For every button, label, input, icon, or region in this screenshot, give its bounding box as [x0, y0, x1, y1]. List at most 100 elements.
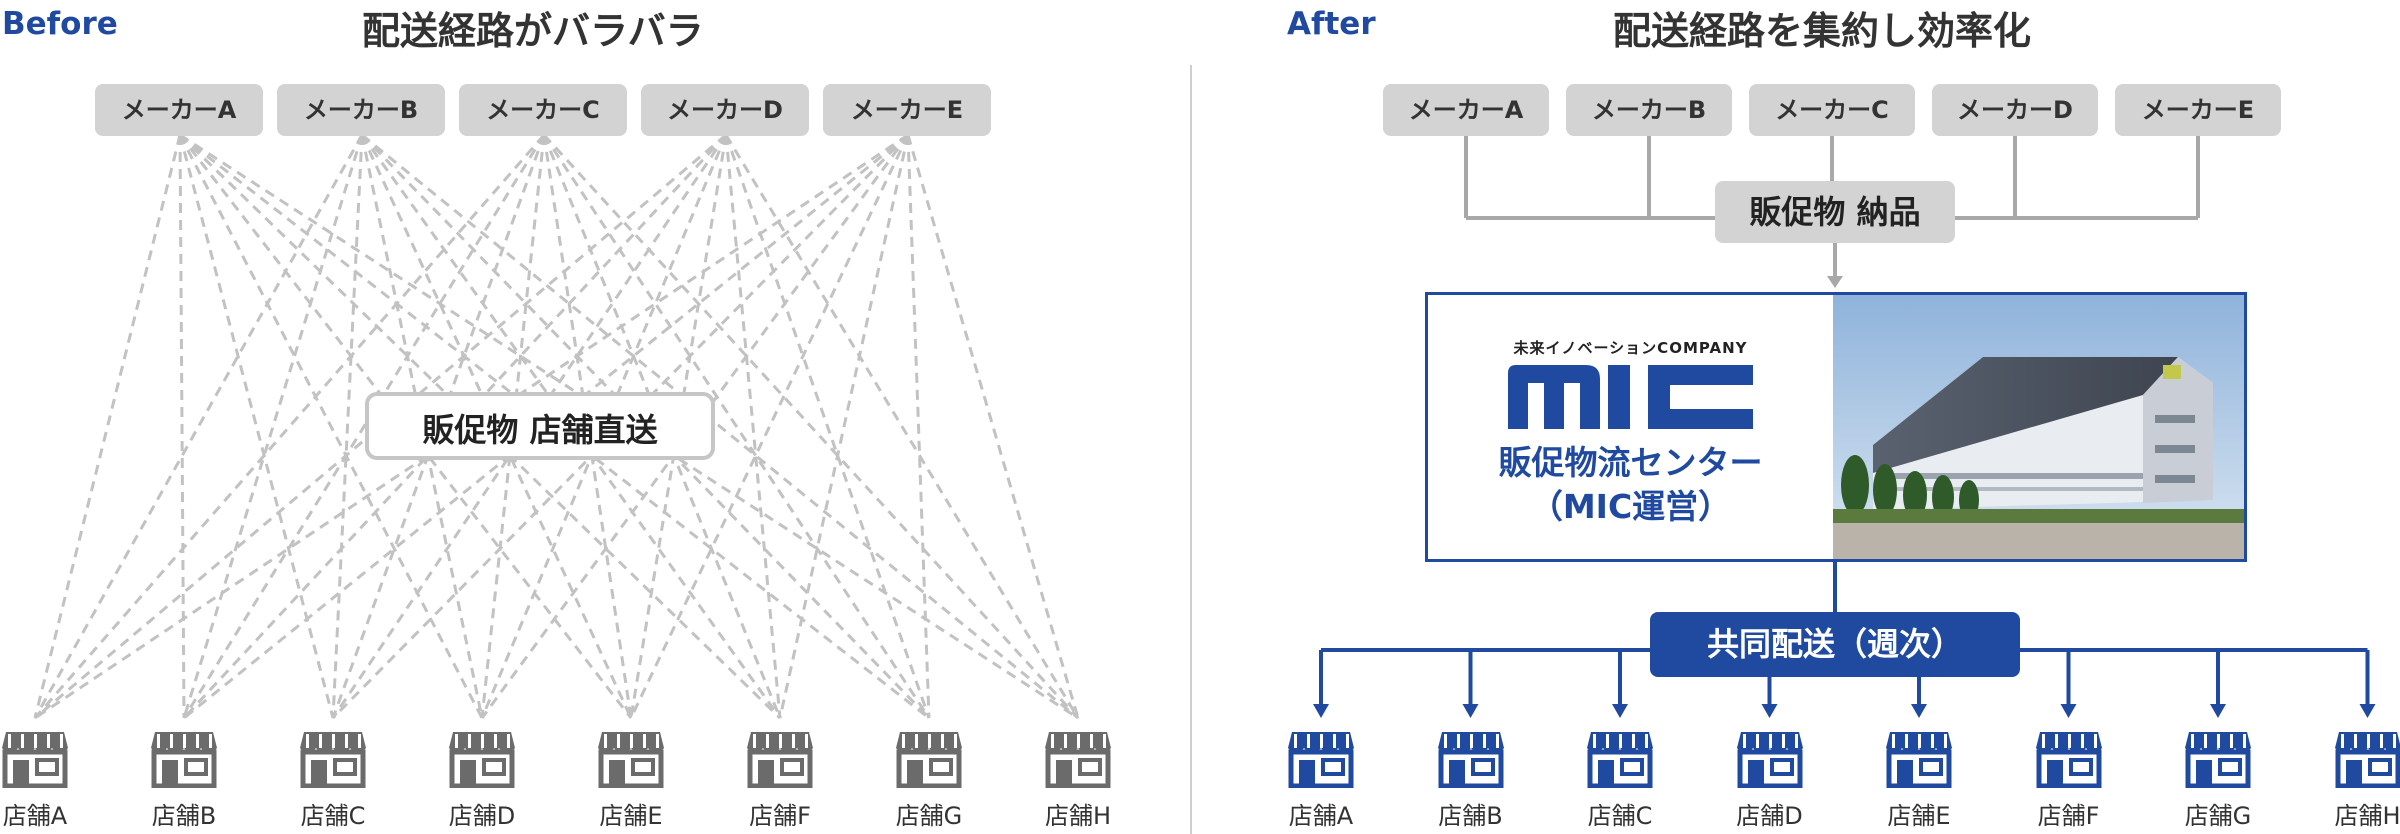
store-f: 店舗F — [740, 730, 820, 831]
store-label: 店舗D — [1736, 802, 1803, 830]
store-label: 店舗H — [1044, 802, 1112, 830]
store-e: 店舗E — [591, 730, 671, 831]
before-title: 配送経路がバラバラ — [362, 9, 704, 53]
maker-e: メーカーE — [2115, 84, 2281, 136]
store-icon — [2, 732, 68, 788]
route-line — [179, 133, 930, 720]
route-line — [906, 134, 1080, 719]
store-a: 店舗A — [0, 730, 75, 831]
store-icon — [449, 732, 515, 788]
logistics-center-name: 販促物流センター （MIC運営） — [1428, 441, 1833, 529]
route-line — [724, 134, 782, 719]
store-arrow-head — [2359, 704, 2376, 718]
route-line — [724, 134, 931, 719]
joint-delivery-label: 共同配送（週次） — [1650, 612, 2020, 677]
store-label: 店舗E — [1887, 802, 1951, 830]
warehouse-photo — [1833, 295, 2244, 559]
store-label: 店舗A — [2, 802, 68, 830]
route-line — [331, 134, 728, 719]
route-line — [178, 134, 335, 719]
store-label: 店舗C — [1587, 802, 1653, 830]
route-line — [33, 134, 546, 719]
store-c: 店舗C — [293, 730, 373, 831]
route-line — [331, 134, 364, 719]
route-line — [178, 133, 782, 720]
route-line — [480, 134, 728, 719]
route-line — [178, 134, 484, 719]
store-icon — [896, 732, 962, 788]
store-icon — [1736, 732, 1803, 788]
store-label: 店舗C — [300, 802, 366, 830]
store-icon — [1288, 732, 1354, 788]
route-line — [361, 133, 1079, 720]
store-d: 店舗D — [1730, 730, 1810, 831]
route-line — [360, 134, 633, 719]
route-line — [33, 134, 182, 719]
maker-a: メーカーA — [1383, 84, 1549, 136]
store-label: 店舗D — [448, 802, 516, 830]
maker-b: メーカーB — [1566, 84, 1732, 136]
maker-e: メーカーE — [823, 84, 991, 136]
store-label: 店舗E — [599, 802, 663, 830]
store-label: 店舗A — [1288, 802, 1354, 830]
before-tag: Before — [2, 6, 118, 42]
route-line — [724, 134, 1080, 719]
store-label: 店舗H — [2334, 802, 2400, 830]
center-name-line2: （MIC運営） — [1529, 487, 1732, 526]
center-arrow-head — [1827, 276, 1843, 288]
direct-delivery-label: 販促物 店舗直送 — [365, 392, 715, 460]
store-d: 店舗D — [442, 730, 522, 831]
store-icon — [2035, 732, 2102, 788]
store-label: 店舗B — [1438, 802, 1503, 830]
route-line — [542, 133, 1080, 720]
before-panel: Before 配送経路がバラバラ メーカーA メーカーB メーカーC メーカーD メーカ… — [0, 0, 1185, 834]
store-h: 店舗H — [1038, 730, 1118, 831]
store-c: 店舗C — [1580, 730, 1660, 831]
maker-b: メーカーB — [277, 84, 445, 136]
store-arrow-head — [1761, 704, 1778, 718]
store-arrow-head — [2060, 704, 2077, 718]
after-tag: After — [1287, 6, 1376, 42]
mic-logo — [1508, 365, 1753, 429]
store-icon — [2185, 732, 2251, 788]
maker-c: メーカーC — [459, 84, 627, 136]
store-label: 店舗G — [895, 802, 963, 830]
store-label: 店舗B — [151, 802, 217, 830]
goods-delivery-label: 販促物 納品 — [1715, 181, 1955, 243]
store-icon — [2334, 732, 2400, 788]
store-icon — [151, 732, 217, 788]
store-b: 店舗B — [1431, 730, 1511, 831]
store-label: 店舗F — [749, 802, 811, 830]
store-label: 店舗G — [2184, 802, 2252, 830]
store-f: 店舗F — [2029, 730, 2109, 831]
route-line — [182, 134, 546, 719]
route-line — [178, 134, 186, 719]
store-label: 店舗F — [2037, 802, 2100, 830]
maker-d: メーカーD — [641, 84, 809, 136]
store-arrow-head — [2210, 704, 2226, 718]
store-icon — [1045, 732, 1111, 788]
store-g: 店舗G — [889, 730, 969, 831]
maker-a: メーカーA — [95, 84, 263, 136]
store-arrow-head — [1462, 704, 1479, 718]
center-name-line1: 販促物流センター — [1498, 443, 1763, 482]
store-arrow-head — [1313, 704, 1329, 718]
store-e: 店舗E — [1879, 730, 1959, 831]
store-h: 店舗H — [2328, 730, 2400, 831]
company-tagline: 未来イノベーションCOMPANY — [1513, 339, 1748, 357]
route-line — [629, 134, 910, 719]
route-line — [34, 133, 727, 720]
store-a: 店舗A — [1281, 730, 1361, 831]
store-icon — [598, 732, 664, 788]
store-icon — [1587, 732, 1653, 788]
store-g: 店舗G — [2178, 730, 2258, 831]
route-line — [182, 134, 364, 719]
store-b: 店舗B — [144, 730, 224, 831]
maker-c: メーカーC — [1749, 84, 1915, 136]
store-icon — [1886, 732, 1952, 788]
route-line — [178, 134, 633, 719]
route-line — [906, 134, 931, 719]
maker-d: メーカーD — [1932, 84, 2098, 136]
logistics-center-info: 未来イノベーションCOMPANY 販促物流センター （MIC運営） — [1428, 295, 1833, 559]
